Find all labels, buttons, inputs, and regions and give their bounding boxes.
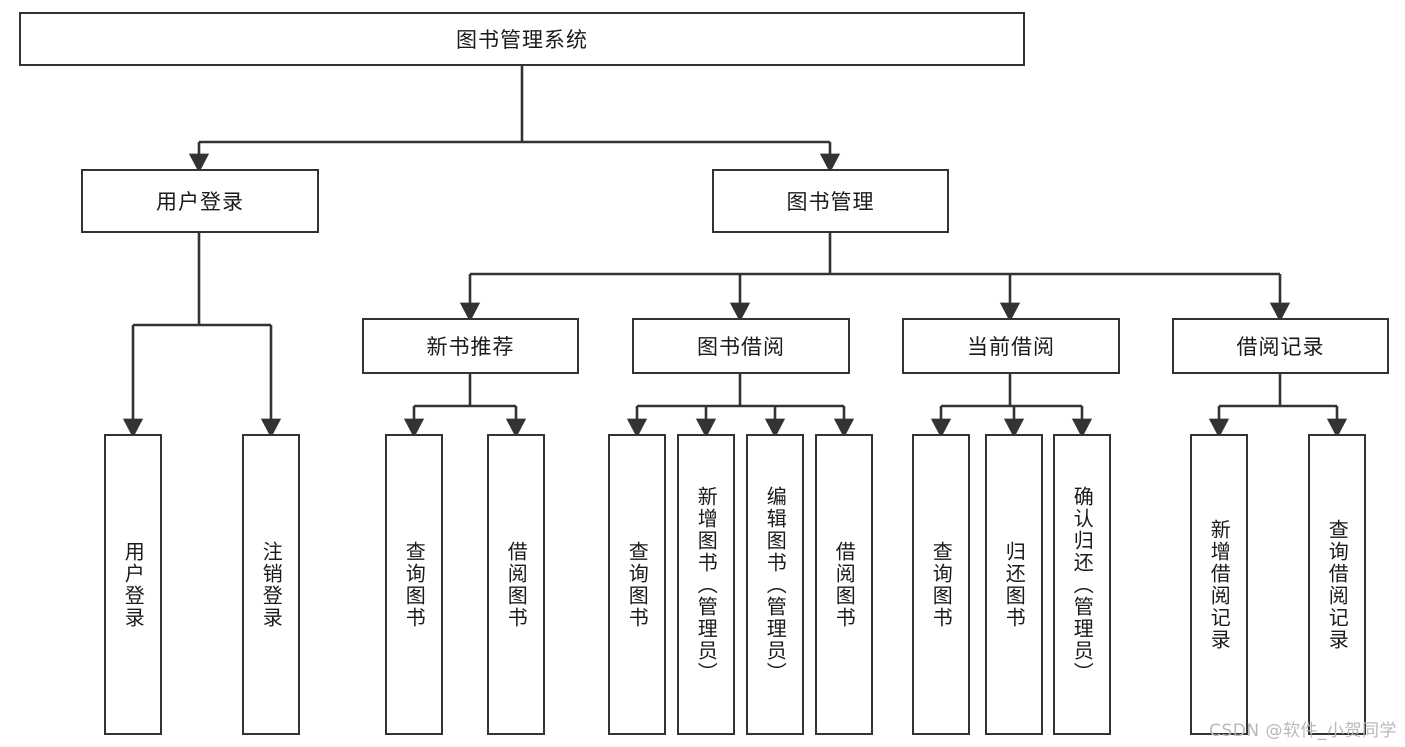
leaf-query-book-borrow-label: 查询图书 [625,540,650,629]
node-book-borrow[interactable]: 图书借阅 [632,318,850,374]
connectors-root [188,66,841,173]
node-new-book-recommend[interactable]: 新书推荐 [362,318,579,374]
leaf-add-book-admin[interactable]: 新增图书（管理员） [677,434,735,735]
leaf-edit-book-admin[interactable]: 编辑图书（管理员） [746,434,804,735]
node-new-book-recommend-label: 新书推荐 [426,335,515,359]
node-borrow-record-label: 借阅记录 [1236,335,1325,359]
watermark-text: CSDN @软件_小贺同学 [1209,721,1397,741]
node-root[interactable]: 图书管理系统 [19,12,1025,66]
leaf-query-borrow-record[interactable]: 查询借阅记录 [1308,434,1366,735]
node-current-borrow[interactable]: 当前借阅 [902,318,1120,374]
node-book-manage[interactable]: 图书管理 [712,169,949,233]
leaf-return-book[interactable]: 归还图书 [985,434,1043,735]
leaf-query-book-borrow[interactable]: 查询图书 [608,434,666,735]
node-borrow-record[interactable]: 借阅记录 [1172,318,1389,374]
node-book-borrow-label: 图书借阅 [697,335,785,359]
leaf-query-book-current-label: 查询图书 [929,540,954,629]
leaf-logout-login[interactable]: 注销登录 [242,434,300,735]
leaf-user-login-label: 用户登录 [121,540,146,629]
leaf-add-borrow-record[interactable]: 新增借阅记录 [1190,434,1248,735]
node-user-login[interactable]: 用户登录 [81,169,319,233]
leaf-query-book-current[interactable]: 查询图书 [912,434,970,735]
leaf-add-book-admin-label: 新增图书（管理员） [694,485,719,684]
leaf-confirm-return-admin-label: 确认归还（管理员） [1070,485,1095,684]
connectors-user-login [122,233,282,438]
leaf-borrow-book[interactable]: 借阅图书 [815,434,873,735]
leaf-borrow-book-recommend-label: 借阅图书 [504,540,529,629]
node-book-manage-label: 图书管理 [786,190,875,214]
connectors-book-borrow [626,374,855,438]
connectors-current-borrow [930,374,1093,438]
leaf-user-login[interactable]: 用户登录 [104,434,162,735]
leaf-borrow-book-label: 借阅图书 [832,540,857,629]
leaf-edit-book-admin-label: 编辑图书（管理员） [763,485,788,684]
node-root-label: 图书管理系统 [456,28,588,52]
connectors-book-manage [459,233,1291,322]
leaf-query-book-recommend[interactable]: 查询图书 [385,434,443,735]
connectors-new-book-rec [403,374,527,438]
connectors-borrow-record [1208,374,1348,438]
leaf-return-book-label: 归还图书 [1002,540,1027,629]
leaf-add-borrow-record-label: 新增借阅记录 [1207,518,1232,651]
leaf-query-borrow-record-label: 查询借阅记录 [1325,518,1350,651]
leaf-logout-login-label: 注销登录 [259,540,284,629]
leaf-confirm-return-admin[interactable]: 确认归还（管理员） [1053,434,1111,735]
node-user-login-label: 用户登录 [156,190,244,214]
leaf-query-book-recommend-label: 查询图书 [402,540,427,629]
node-current-borrow-label: 当前借阅 [967,335,1055,359]
leaf-borrow-book-recommend[interactable]: 借阅图书 [487,434,545,735]
